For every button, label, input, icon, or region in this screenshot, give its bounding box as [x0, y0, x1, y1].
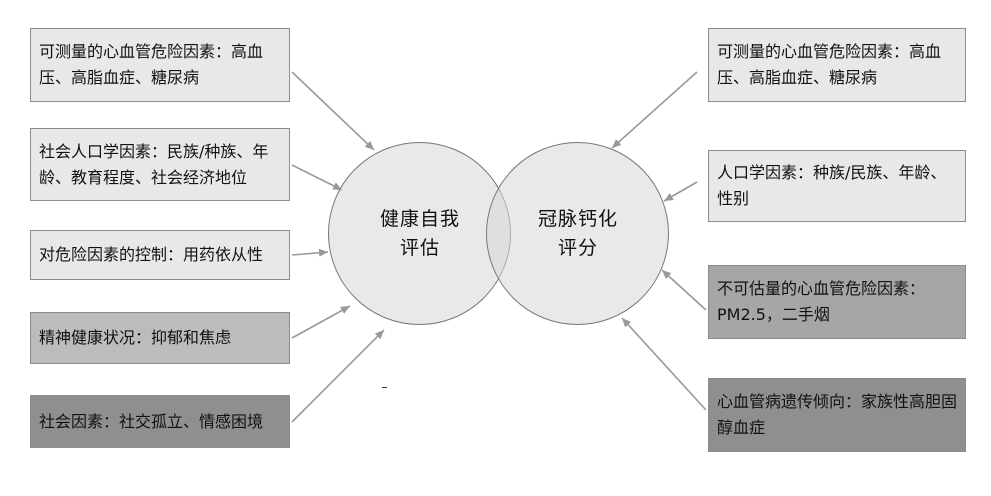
arrow-right-2	[663, 181, 698, 202]
left-box-measurable-risk: 可测量的心血管危险因素：高血压、高脂血症、糖尿病	[30, 28, 290, 102]
stray-dash-mark	[382, 387, 387, 388]
self-assessment-label: 健康自我 评估	[379, 208, 460, 260]
arrow-left-5	[291, 329, 385, 423]
left-box-sociodemographic: 社会人口学因素：民族/种族、年龄、教育程度、社会经济地位	[30, 128, 290, 201]
right-box-demographic: 人口学因素：种族/民族、年龄、性别	[708, 150, 966, 222]
calcium-score-label: 冠脉钙化 评分	[537, 208, 618, 260]
right-box-genetic-text: 心血管病遗传倾向：家族性高胆固醇血症	[717, 392, 958, 437]
left-box-social-factors: 社会因素：社交孤立、情感困境	[30, 395, 290, 448]
left-box-risk-control: 对危险因素的控制：用药依从性	[30, 230, 290, 280]
left-box-measurable-risk-text: 可测量的心血管危险因素：高血压、高脂血症、糖尿病	[39, 42, 264, 87]
arrow-left-2	[291, 164, 343, 191]
arrow-left-3	[291, 248, 329, 257]
calcium-score-circle	[486, 142, 669, 325]
right-box-unmeasurable-risk-text: 不可估量的心血管危险因素：PM2.5，二手烟	[717, 279, 926, 324]
right-box-demographic-text: 人口学因素：种族/民族、年龄、性别	[717, 163, 947, 208]
left-box-risk-control-text: 对危险因素的控制：用药依从性	[39, 245, 264, 265]
arrow-right-3	[661, 269, 707, 311]
arrow-left-4	[291, 305, 351, 339]
left-box-sociodemographic-text: 社会人口学因素：民族/种族、年龄、教育程度、社会经济地位	[39, 141, 269, 187]
right-box-measurable-risk-text: 可测量的心血管危险因素：高血压、高脂血症、糖尿病	[717, 42, 942, 87]
arrow-right-4	[621, 317, 707, 411]
right-box-unmeasurable-risk: 不可估量的心血管危险因素：PM2.5，二手烟	[708, 265, 966, 339]
arrow-left-1	[291, 71, 375, 151]
left-box-mental-health: 精神健康状况：抑郁和焦虑	[30, 312, 290, 364]
left-box-mental-health-text: 精神健康状况：抑郁和焦虑	[39, 328, 232, 348]
right-box-genetic: 心血管病遗传倾向：家族性高胆固醇血症	[708, 378, 966, 452]
right-box-measurable-risk: 可测量的心血管危险因素：高血压、高脂血症、糖尿病	[708, 28, 966, 102]
arrow-right-1	[611, 71, 698, 149]
left-box-social-factors-text: 社会因素：社交孤立、情感困境	[39, 411, 264, 431]
